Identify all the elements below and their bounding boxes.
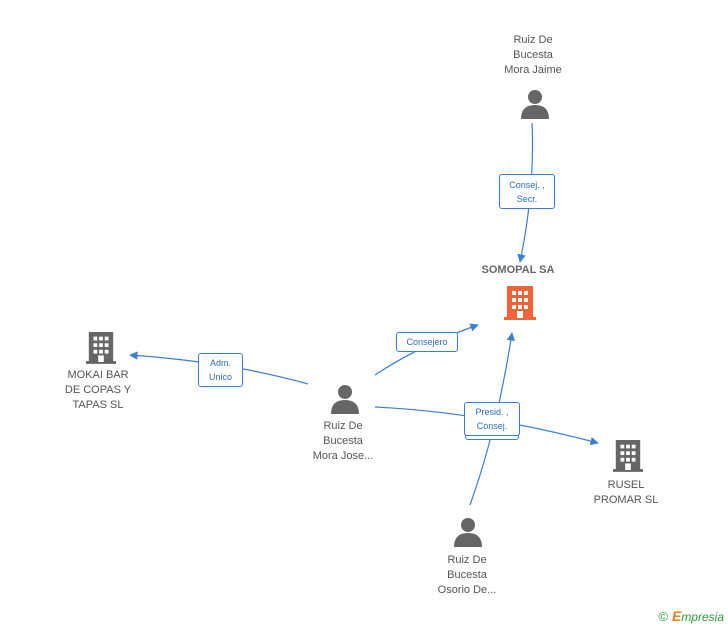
company-label-line: MOKAI BAR <box>67 369 129 381</box>
person-label-line: Mora Jose... <box>312 450 374 462</box>
person-icon[interactable] <box>520 89 550 119</box>
edge-label-consejero[interactable]: Consejero <box>396 332 458 352</box>
person-label-mora-jose[interactable]: Ruiz De Bucesta Mora Jose... <box>293 419 393 464</box>
edge-label-line: Secr. <box>516 194 538 204</box>
company-label-rusel[interactable]: RUSEL PROMAR SL <box>576 478 676 508</box>
brand-logo-text: mpresia <box>681 610 724 624</box>
building-icon[interactable] <box>504 284 536 320</box>
edge-label-line: Presid. , <box>475 407 509 417</box>
person-label-line: Ruiz De <box>447 554 487 566</box>
edge-label-consej-secr[interactable]: Consej. , Secr. <box>499 174 555 209</box>
edge-label-adm-unico[interactable]: Adm. Unico <box>198 353 243 387</box>
person-label-line: Ruiz De <box>323 420 363 432</box>
company-label-line: TAPAS SL <box>72 399 124 411</box>
person-label-line: Bucesta <box>323 435 363 447</box>
person-label-osorio[interactable]: Ruiz De Bucesta Osorio De... <box>417 553 517 598</box>
person-label-line: Bucesta <box>513 49 553 61</box>
person-label-line: Ruiz De <box>513 34 553 46</box>
person-label-line: Mora Jaime <box>504 64 562 76</box>
company-label-line: RUSEL <box>607 479 645 491</box>
building-icon[interactable] <box>86 330 116 364</box>
edge-label-line: Consej. <box>476 421 508 431</box>
building-icon[interactable] <box>613 438 643 472</box>
company-label-line: DE COPAS Y <box>64 384 132 396</box>
person-icon[interactable] <box>330 384 360 414</box>
edge-label-presid-consej[interactable]: Presid. , Consej. <box>464 402 520 436</box>
person-label-line: Bucesta <box>447 569 487 581</box>
brand-logo-letter: E <box>671 608 682 624</box>
brand-footer: ©Empresia <box>658 608 724 624</box>
person-label-line: Osorio De... <box>437 584 497 596</box>
company-title-somopal[interactable]: SOMOPAL SA <box>481 264 555 276</box>
person-label-mora-jaime[interactable]: Ruiz De Bucesta Mora Jaime <box>483 33 583 78</box>
edge-label-line: Consej. , <box>509 180 545 190</box>
edge-label-line: Consejero <box>406 337 448 347</box>
edge-label-line: Adm. <box>209 358 231 368</box>
company-label-mokai[interactable]: MOKAI BAR DE COPAS Y TAPAS SL <box>48 368 148 413</box>
person-icon[interactable] <box>453 517 483 547</box>
edge-label-line: Unico <box>208 372 232 382</box>
company-label-line: PROMAR SL <box>593 494 659 506</box>
copyright-icon: © <box>658 609 668 624</box>
